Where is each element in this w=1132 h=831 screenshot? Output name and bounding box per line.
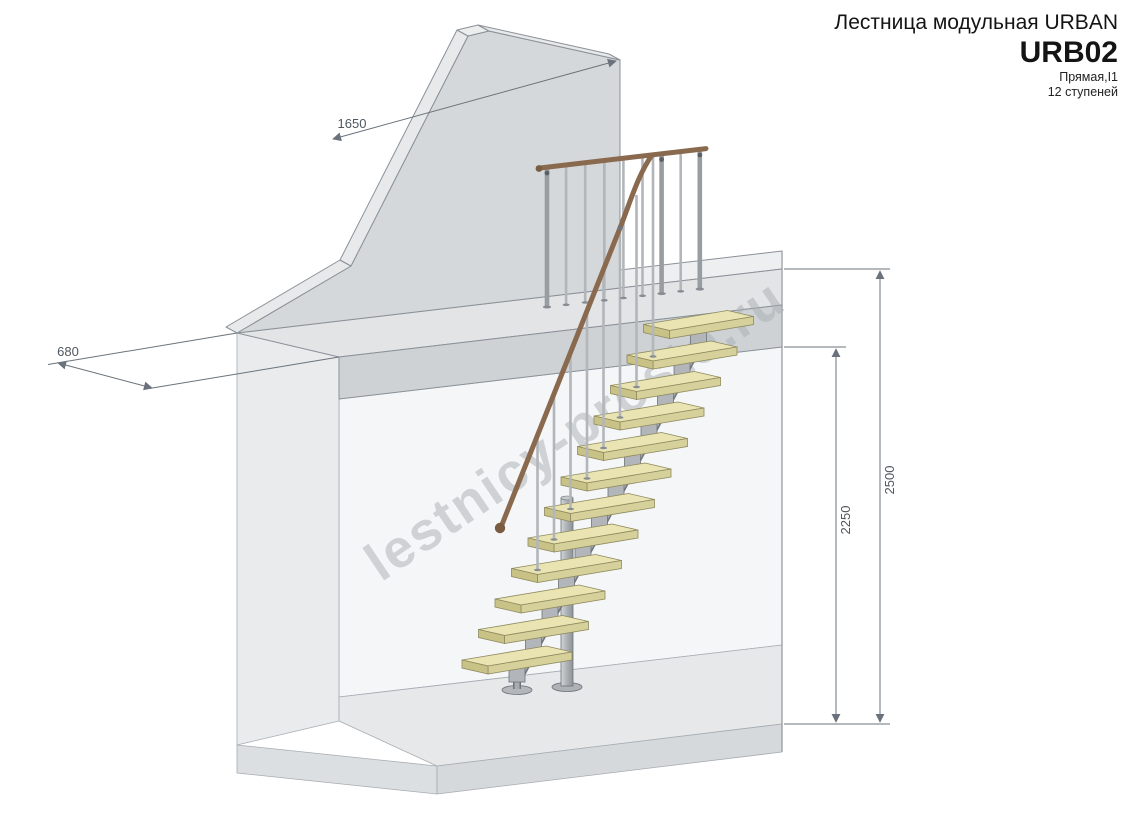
- dimension-label-2500: 2500: [882, 466, 897, 495]
- extension-line: [149, 356, 340, 389]
- dimension-680: 680: [47, 332, 340, 391]
- dimension-2500: 2500: [784, 268, 897, 725]
- title-block: Лестница модульная URBAN URB02 Прямая,I1…: [834, 10, 1118, 100]
- dimension-label-680: 680: [57, 344, 79, 359]
- baluster-base: [616, 416, 624, 419]
- baluster-base: [695, 287, 704, 291]
- gable-wall: [225, 24, 621, 334]
- platform-handrail: [537, 146, 709, 171]
- baluster-base: [567, 507, 574, 511]
- baluster-base: [657, 292, 666, 296]
- dimension-label-1650: 1650: [338, 116, 367, 131]
- baluster-base: [600, 446, 607, 450]
- extension-line: [47, 332, 238, 365]
- baluster-base: [619, 296, 627, 300]
- baluster-base: [633, 385, 640, 389]
- dimension-line-1650: [332, 58, 617, 142]
- gable-wall-top-right: [477, 24, 621, 61]
- interior-left-wall: [236, 332, 340, 746]
- baluster-base: [534, 568, 541, 572]
- model-variant: Прямая,I1: [1059, 70, 1118, 84]
- rail-bracket: [544, 170, 550, 176]
- dimension-2250: 2250: [784, 346, 853, 723]
- baluster-base: [581, 301, 589, 304]
- model-code: URB02: [1019, 36, 1118, 69]
- baluster-base: [583, 477, 591, 480]
- dimension-line-680: [57, 360, 153, 391]
- rail-bracket: [659, 157, 664, 162]
- handrail-volute: [494, 522, 506, 534]
- steps-count: 12 ступеней: [1047, 85, 1118, 99]
- baluster-base: [649, 355, 657, 358]
- handrail-end-cap: [535, 165, 543, 172]
- product-line-title: Лестница модульная URBAN: [834, 11, 1118, 34]
- handrail-joint: [617, 225, 623, 231]
- dimension-annotations: 1650 680 2500 2250: [47, 58, 897, 725]
- rail-bracket: [697, 152, 703, 158]
- dimension-1650: 1650: [332, 58, 617, 142]
- dimension-label-2250: 2250: [838, 506, 853, 535]
- baluster-base: [600, 299, 608, 302]
- platform-balusters: [542, 149, 704, 309]
- baluster-base: [550, 538, 558, 541]
- baluster-base: [677, 290, 685, 293]
- baluster-base: [562, 303, 570, 307]
- railings: [494, 146, 709, 572]
- baluster-base: [542, 305, 552, 309]
- baluster-base: [639, 294, 646, 298]
- staircase: [461, 310, 754, 695]
